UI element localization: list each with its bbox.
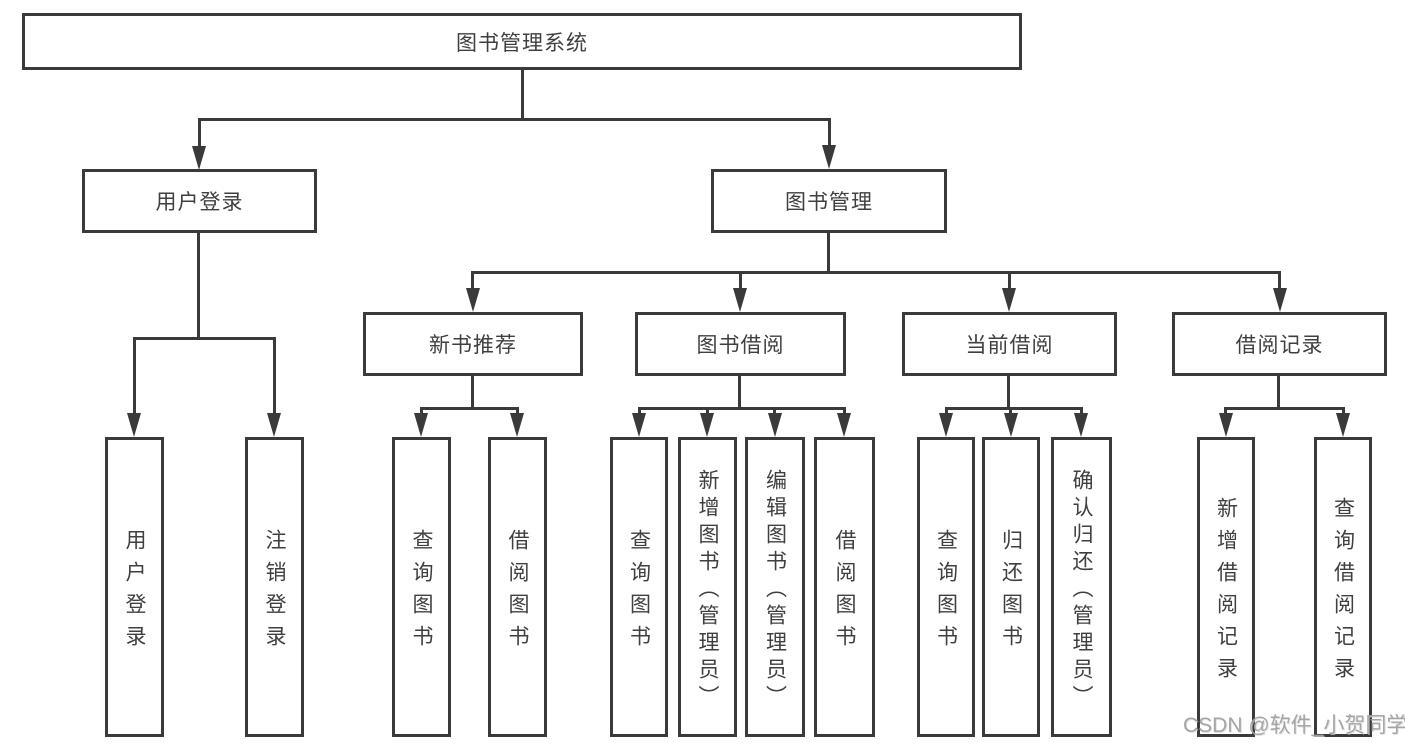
leaf-label: 确认归还（管理员）	[1070, 468, 1093, 712]
arrow-down-icon	[466, 288, 480, 312]
node-library-management-system: 图书管理系统	[22, 13, 1022, 70]
leaf-borrow-borrow-books: 借阅图书	[814, 437, 875, 737]
arrow-down-icon	[1002, 288, 1016, 312]
leaf-current-query-books: 查询图书	[917, 437, 975, 737]
node-label: 新书推荐	[429, 334, 517, 357]
connector-root-stub	[521, 70, 524, 121]
arrow-down-icon	[768, 413, 782, 437]
node-label: 用户登录	[155, 191, 244, 214]
leaf-label: 归还图书	[999, 528, 1023, 657]
connector-mgmt-shaft	[471, 271, 474, 291]
connector-record-stub	[1277, 375, 1280, 410]
leaf-record-add-borrow-record: 新增借阅记录	[1197, 437, 1255, 737]
arrow-down-icon	[1219, 413, 1233, 437]
leaf-user-login: 用户登录	[105, 437, 164, 737]
arrow-down-icon	[1273, 288, 1287, 312]
node-new-book-recommend: 新书推荐	[363, 312, 583, 376]
connector-login-shaft	[273, 337, 276, 415]
connector-login-shaft	[133, 337, 136, 415]
leaf-newbook-query-books: 查询图书	[392, 437, 451, 737]
leaf-label: 查询借阅记录	[1331, 496, 1355, 689]
connector-borrow-shaft	[843, 407, 846, 417]
node-borrow-record: 借阅记录	[1172, 312, 1387, 376]
leaf-borrow-query-books: 查询图书	[610, 437, 668, 737]
arrow-down-icon	[822, 145, 836, 169]
leaf-label: 查询图书	[627, 528, 651, 657]
leaf-current-return-books: 归还图书	[982, 437, 1040, 737]
node-label: 图书管理系统	[456, 31, 588, 55]
connector-mgmt-shaft	[739, 271, 742, 291]
node-label: 图书管理	[785, 191, 873, 214]
leaf-label: 借阅图书	[506, 528, 529, 657]
connector-newbook-stub	[471, 375, 474, 410]
connector-mgmt-shaft	[1008, 271, 1011, 291]
arrow-down-icon	[192, 146, 206, 170]
node-book-borrow: 图书借阅	[635, 312, 846, 376]
connector-newbook-bar	[420, 407, 519, 410]
arrow-down-icon	[1336, 413, 1350, 437]
leaf-borrow-edit-books-admin: 编辑图书（管理员）	[745, 437, 805, 737]
connector-current-bar	[945, 407, 1082, 410]
connector-root-right-shaft	[828, 118, 831, 147]
leaf-record-query-borrow-record: 查询借阅记录	[1314, 437, 1372, 737]
connector-current-stub	[1007, 375, 1010, 410]
leaf-borrow-add-books-admin: 新增图书（管理员）	[678, 437, 737, 737]
leaf-label: 借阅图书	[833, 528, 856, 657]
leaf-label: 查询图书	[410, 528, 433, 657]
leaf-label: 新增借阅记录	[1214, 496, 1238, 689]
arrow-down-icon	[1074, 413, 1088, 437]
node-label: 借阅记录	[1235, 334, 1324, 357]
connector-record-shaft	[1342, 407, 1345, 417]
leaf-label: 编辑图书（管理员）	[763, 468, 787, 712]
node-current-borrow: 当前借阅	[902, 312, 1117, 376]
leaf-label: 注销登录	[263, 528, 286, 657]
connector-newbook-shaft	[420, 407, 423, 417]
arrow-down-icon	[414, 413, 428, 437]
arrow-down-icon	[837, 413, 851, 437]
connector-mgmt-shaft	[1278, 271, 1281, 291]
connector-mgmt-bar	[472, 271, 1281, 274]
node-user-login: 用户登录	[82, 169, 317, 233]
leaf-label: 新增图书（管理员）	[696, 468, 719, 712]
arrow-down-icon	[510, 413, 524, 437]
connector-login-bar	[133, 337, 276, 340]
connector-borrow-bar	[638, 407, 846, 410]
connector-borrow-stub	[738, 375, 741, 410]
arrow-down-icon	[127, 413, 141, 437]
connector-root-bar	[198, 118, 831, 121]
leaf-label: 查询图书	[934, 528, 958, 657]
node-label: 当前借阅	[965, 334, 1054, 357]
connector-current-shaft	[1080, 407, 1083, 417]
arrow-down-icon	[1004, 413, 1018, 437]
connector-current-shaft	[945, 407, 948, 417]
connector-current-shaft	[1009, 407, 1012, 417]
connector-borrow-shaft	[638, 407, 641, 417]
leaf-label: 用户登录	[123, 528, 146, 657]
node-book-management: 图书管理	[711, 169, 947, 233]
connector-record-bar	[1224, 407, 1344, 410]
arrow-down-icon	[267, 413, 281, 437]
leaf-logout: 注销登录	[245, 437, 304, 737]
arrow-down-icon	[632, 413, 646, 437]
arrow-down-icon	[733, 288, 747, 312]
connector-newbook-shaft	[516, 407, 519, 417]
leaf-newbook-borrow-books: 借阅图书	[488, 437, 547, 737]
arrow-down-icon	[939, 413, 953, 437]
connector-login-stub	[197, 232, 200, 340]
node-label: 图书借阅	[696, 334, 785, 357]
connector-record-shaft	[1224, 407, 1227, 417]
csdn-watermark: CSDN @软件_小贺同学	[1183, 714, 1405, 737]
leaf-current-confirm-return-admin: 确认归还（管理员）	[1051, 437, 1112, 737]
connector-borrow-shaft	[706, 407, 709, 417]
connector-mgmt-stub	[827, 232, 830, 274]
connector-root-left-shaft	[198, 118, 201, 148]
connector-borrow-shaft	[773, 407, 776, 417]
arrow-down-icon	[700, 413, 714, 437]
